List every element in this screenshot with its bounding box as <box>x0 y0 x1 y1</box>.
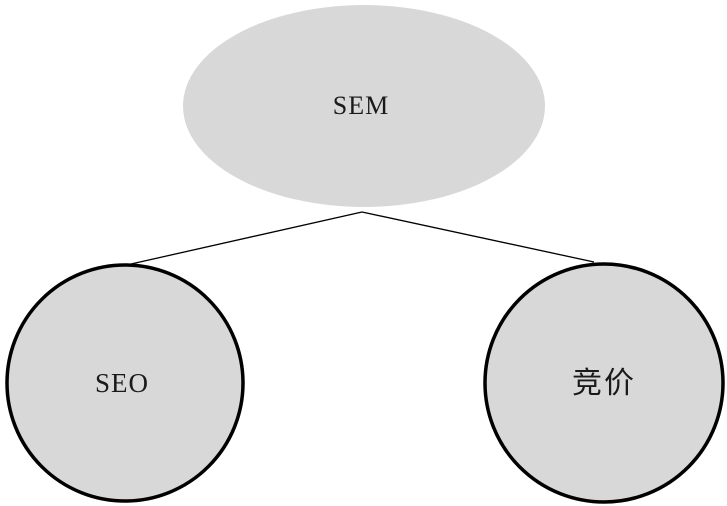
sem-ellipse-node <box>183 5 545 207</box>
bidding-circle-node <box>483 262 725 504</box>
seo-node-label: SEO <box>95 368 149 398</box>
connector-line-sem-to-bidding <box>361 211 595 263</box>
bidding-node-label: 竞价 <box>572 367 636 400</box>
sem-node-label: SEM <box>333 91 389 120</box>
connector-line-sem-to-seo <box>130 211 363 265</box>
seo-circle-node <box>5 263 245 503</box>
